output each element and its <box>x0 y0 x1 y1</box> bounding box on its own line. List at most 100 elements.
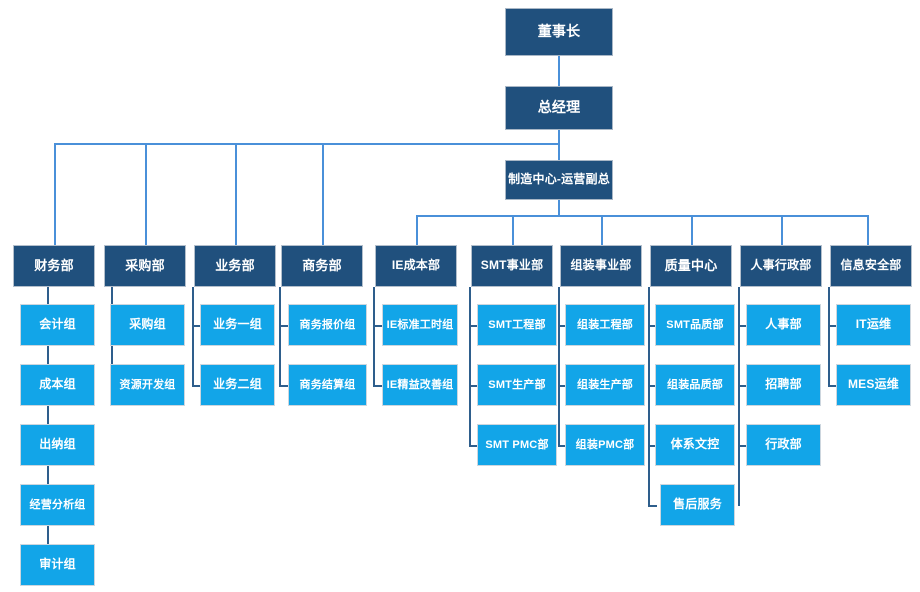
dept-label-smt-division: SMT事业部 <box>480 258 544 273</box>
spine-smt-division <box>469 287 471 446</box>
team-label-assembly-division-0: 组装工程部 <box>577 318 633 331</box>
spine-ie-cost <box>373 287 375 386</box>
team-label-finance-3: 经营分析组 <box>29 498 86 511</box>
team-label-info-security-0: IT运维 <box>855 317 892 332</box>
team-node-hr-admin-2[interactable]: 行政部 <box>746 424 821 466</box>
team-node-quality-center-0[interactable]: SMT品质部 <box>655 304 735 346</box>
dept-node-commerce[interactable]: 商务部 <box>281 245 363 287</box>
team-node-finance-2[interactable]: 出纳组 <box>20 424 95 466</box>
dept-node-hr-admin[interactable]: 人事行政部 <box>740 245 822 287</box>
elbow-hr-admin-1 <box>738 325 748 327</box>
team-label-commerce-1: 商务结算组 <box>299 378 356 391</box>
exec-node-general-manager[interactable]: 总经理 <box>505 86 613 130</box>
connector-gm-bus <box>54 143 559 145</box>
team-node-business-0[interactable]: 业务一组 <box>200 304 275 346</box>
team-node-hr-admin-0[interactable]: 人事部 <box>746 304 821 346</box>
dept-label-finance: 财务部 <box>34 257 74 273</box>
elbow-smt-division-1 <box>469 325 480 327</box>
team-node-smt-division-2[interactable]: SMT PMC部 <box>477 424 557 466</box>
connector-drop-purchasing <box>145 143 147 245</box>
spine-info-security <box>828 287 830 386</box>
team-label-smt-division-2: SMT PMC部 <box>485 438 549 451</box>
team-node-purchasing-1[interactable]: 资源开发组 <box>110 364 185 406</box>
team-node-smt-division-0[interactable]: SMT工程部 <box>477 304 557 346</box>
elbow-hr-admin-3 <box>738 445 748 447</box>
team-label-finance-0: 会计组 <box>39 317 76 332</box>
team-node-quality-center-1[interactable]: 组装品质部 <box>655 364 735 406</box>
connector-drop-finance <box>54 143 56 245</box>
elbow-smt-division-2 <box>469 385 480 387</box>
team-node-finance-4[interactable]: 审计组 <box>20 544 95 586</box>
team-node-quality-center-3[interactable]: 售后服务 <box>660 484 735 526</box>
connector-drop-business <box>235 143 237 245</box>
dept-node-assembly-division[interactable]: 组装事业部 <box>560 245 642 287</box>
exec-node-manufacturing-vp[interactable]: 制造中心-运营副总 <box>505 160 613 200</box>
connector-gm-to-vp <box>558 130 560 160</box>
exec-node-chairman[interactable]: 董事长 <box>505 8 613 56</box>
elbow-ie-cost-1 <box>373 325 385 327</box>
team-label-commerce-0: 商务报价组 <box>299 318 356 331</box>
team-node-business-1[interactable]: 业务二组 <box>200 364 275 406</box>
dept-node-business[interactable]: 业务部 <box>194 245 276 287</box>
team-node-hr-admin-1[interactable]: 招聘部 <box>746 364 821 406</box>
dept-node-info-security[interactable]: 信息安全部 <box>830 245 912 287</box>
connector-drop-hr-admin <box>781 215 783 245</box>
dept-label-purchasing: 采购部 <box>125 257 165 273</box>
team-node-commerce-0[interactable]: 商务报价组 <box>288 304 367 346</box>
team-node-assembly-division-2[interactable]: 组装PMC部 <box>565 424 645 466</box>
elbow-assembly-division-1 <box>558 325 567 327</box>
team-node-quality-center-2[interactable]: 体系文控 <box>655 424 735 466</box>
exec-label-general-manager: 总经理 <box>537 99 581 116</box>
spine-assembly-division <box>558 287 560 446</box>
team-label-hr-admin-0: 人事部 <box>765 317 802 332</box>
elbow-assembly-division-3 <box>558 445 567 447</box>
dept-node-quality-center[interactable]: 质量中心 <box>650 245 732 287</box>
dept-node-purchasing[interactable]: 采购部 <box>104 245 186 287</box>
exec-label-manufacturing-vp: 制造中心-运营副总 <box>508 172 610 187</box>
team-node-assembly-division-0[interactable]: 组装工程部 <box>565 304 645 346</box>
team-label-purchasing-1: 资源开发组 <box>119 378 176 391</box>
elbow-info-security-1 <box>828 325 838 327</box>
team-label-finance-4: 审计组 <box>39 557 76 572</box>
elbow-commerce-1 <box>279 325 291 327</box>
elbow-assembly-division-2 <box>558 385 567 387</box>
team-node-smt-division-1[interactable]: SMT生产部 <box>477 364 557 406</box>
dept-node-finance[interactable]: 财务部 <box>13 245 95 287</box>
connector-drop-commerce <box>322 143 324 245</box>
team-node-finance-0[interactable]: 会计组 <box>20 304 95 346</box>
dept-node-ie-cost[interactable]: IE成本部 <box>375 245 457 287</box>
dept-node-smt-division[interactable]: SMT事业部 <box>471 245 553 287</box>
team-node-info-security-0[interactable]: IT运维 <box>836 304 911 346</box>
team-node-commerce-1[interactable]: 商务结算组 <box>288 364 367 406</box>
exec-label-chairman: 董事长 <box>537 23 581 40</box>
team-label-quality-center-0: SMT品质部 <box>666 318 724 331</box>
connector-vp-drop <box>558 200 560 216</box>
team-label-hr-admin-1: 招聘部 <box>765 377 802 392</box>
elbow-info-security-2 <box>828 385 838 387</box>
elbow-ie-cost-2 <box>373 385 385 387</box>
dept-label-business: 业务部 <box>215 257 255 273</box>
dept-label-assembly-division: 组装事业部 <box>570 258 632 273</box>
team-label-business-0: 业务一组 <box>213 317 262 332</box>
team-node-assembly-division-1[interactable]: 组装生产部 <box>565 364 645 406</box>
dept-label-commerce: 商务部 <box>302 257 342 273</box>
connector-drop-info-security <box>867 215 869 245</box>
team-label-smt-division-0: SMT工程部 <box>488 318 546 331</box>
connector-vp-bus <box>416 215 868 217</box>
spine-business <box>192 287 194 386</box>
team-node-info-security-1[interactable]: MES运维 <box>836 364 911 406</box>
team-node-ie-cost-1[interactable]: IE精益改善组 <box>382 364 458 406</box>
team-label-quality-center-3: 售后服务 <box>673 497 722 512</box>
elbow-quality-center-1 <box>648 325 657 327</box>
connector-drop-ie-cost <box>416 215 418 245</box>
team-node-purchasing-0[interactable]: 采购组 <box>110 304 185 346</box>
team-label-hr-admin-2: 行政部 <box>765 437 802 452</box>
team-node-ie-cost-0[interactable]: IE标准工时组 <box>382 304 458 346</box>
elbow-smt-division-3 <box>469 445 480 447</box>
team-node-finance-3[interactable]: 经营分析组 <box>20 484 95 526</box>
team-node-finance-1[interactable]: 成本组 <box>20 364 95 406</box>
elbow-quality-center-2 <box>648 385 657 387</box>
team-label-smt-division-1: SMT生产部 <box>488 378 546 391</box>
team-label-quality-center-2: 体系文控 <box>670 437 720 452</box>
team-label-finance-1: 成本组 <box>39 377 76 392</box>
